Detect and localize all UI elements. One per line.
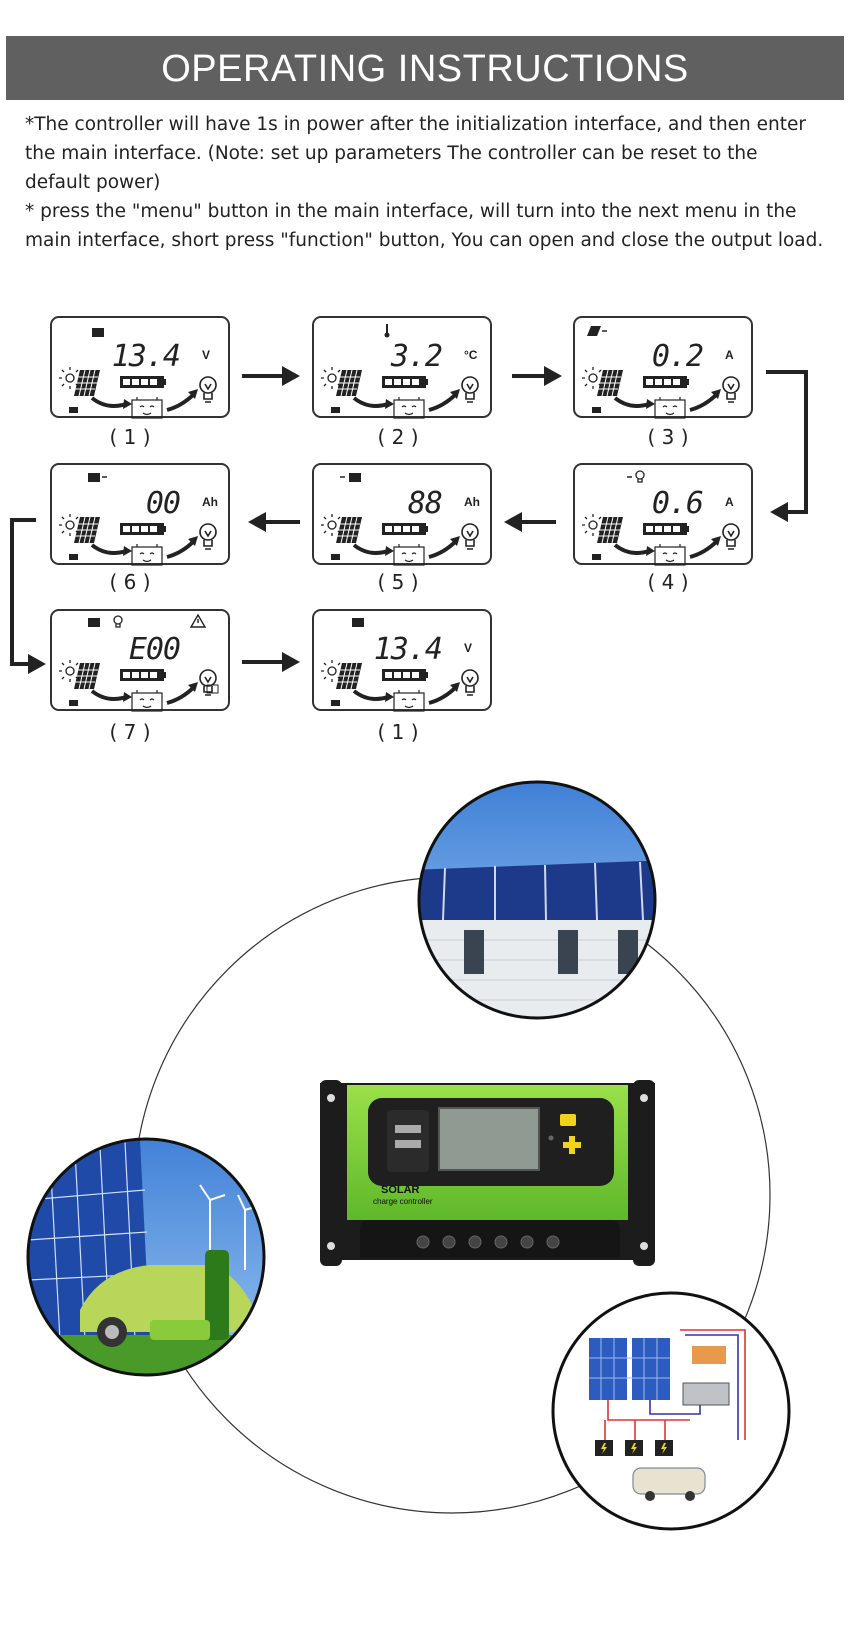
- lcd-screen-1: 13.4 V: [50, 316, 230, 420]
- battery-indicator-icon: [88, 618, 100, 627]
- step-label: ( 4 ): [647, 570, 689, 594]
- lcd-value: 0.2: [651, 339, 704, 374]
- lcd-unit: A: [725, 348, 734, 362]
- menu-button[interactable]: [560, 1114, 576, 1126]
- thermometer-icon: [384, 324, 390, 338]
- page-title: OPERATING INSTRUCTIONS: [6, 36, 844, 100]
- step-label: ( 1 ): [109, 425, 151, 449]
- lcd-unit: V: [464, 641, 473, 655]
- flow-arrows: [10, 366, 808, 674]
- controller-lcd: [438, 1107, 540, 1171]
- step-label: ( 1 ): [377, 720, 419, 744]
- lcd-screen-8: 13.4 V: [312, 609, 492, 713]
- battery-indicator-icon: [88, 473, 100, 482]
- bulb-indicator-icon: [635, 470, 645, 483]
- battery-indicator-icon: [92, 328, 104, 337]
- lcd-value: 0.6: [651, 486, 704, 521]
- lcd-value: 13.4: [373, 632, 443, 667]
- controller-subtitle: charge controller: [373, 1197, 433, 1206]
- lcd-unit: A: [725, 495, 734, 509]
- lcd-screen-2: 3.2 °C: [312, 316, 492, 420]
- lcd-value: E00: [128, 632, 181, 667]
- wiring-diagram-image: [553, 1293, 789, 1529]
- rv-icon: [632, 1467, 706, 1495]
- instructions-text: *The controller will have 1s in power af…: [25, 110, 825, 255]
- function-button[interactable]: [563, 1136, 581, 1154]
- ok-icon: [206, 684, 219, 694]
- solar-charge-controller-image: SOLAR charge controller: [320, 1080, 655, 1266]
- step-label: ( 3 ): [647, 425, 689, 449]
- lcd-screen-4: 0.6 A: [573, 463, 753, 567]
- lcd-unit: Ah: [202, 495, 218, 509]
- lcd-value: 13.4: [111, 339, 181, 374]
- lcd-screen-6: 00 Ah: [50, 463, 230, 567]
- green-energy-car-photo: [28, 1139, 264, 1375]
- step-label: ( 5 ): [377, 570, 419, 594]
- warning-icon: [189, 613, 207, 628]
- solar-panel-indicator-icon: [587, 326, 601, 336]
- lcd-value: 88: [407, 486, 443, 521]
- lcd-unit: V: [202, 348, 211, 362]
- lcd-unit: Ah: [464, 495, 480, 509]
- controller-brand: SOLAR: [381, 1184, 420, 1196]
- lcd-value: 00: [145, 486, 181, 521]
- bulb-indicator-icon: [113, 615, 123, 628]
- step-label: ( 7 ): [109, 720, 151, 744]
- step-label: ( 6 ): [109, 570, 151, 594]
- rooftop-solar-photo: [419, 782, 655, 1018]
- lcd-value: 3.2: [390, 339, 443, 374]
- solar-system-illustration: SOLAR charge controller: [26, 780, 791, 1531]
- step-label: ( 2 ): [377, 425, 419, 449]
- lcd-unit: °C: [464, 348, 478, 362]
- lcd-screen-5: 88 Ah: [312, 463, 492, 567]
- lcd-screen-3: 0.2 A: [573, 316, 753, 420]
- instruction-1: *The controller will have 1s in power af…: [25, 114, 807, 193]
- usb-icon: [395, 1125, 421, 1133]
- battery-indicator-icon: [352, 618, 364, 627]
- battery-indicator-icon: [349, 473, 361, 482]
- lcd-screen-7: E00: [50, 609, 230, 713]
- instruction-2: * press the "menu" button in the main in…: [25, 201, 824, 251]
